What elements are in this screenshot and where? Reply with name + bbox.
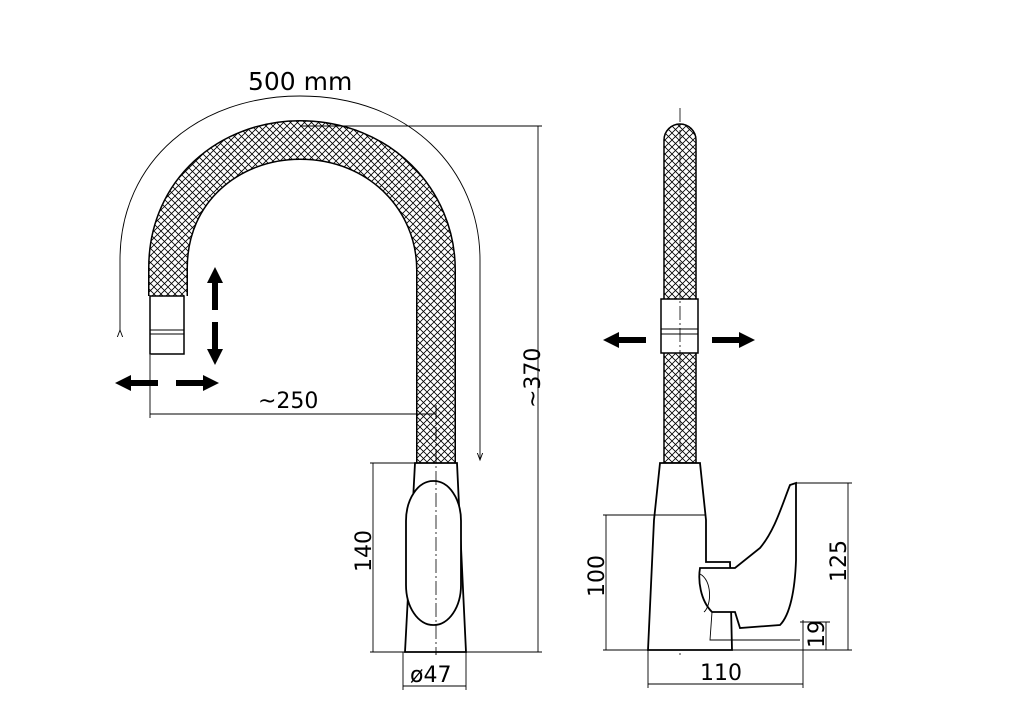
hose-length-label: 500 mm bbox=[248, 67, 352, 96]
lever-handle-side bbox=[698, 481, 797, 629]
handle-height-label: 125 bbox=[827, 540, 852, 582]
side-view: 100 110 125 19 bbox=[585, 108, 852, 688]
base-diameter-label: ø47 bbox=[410, 663, 451, 688]
body-height-front-label: 140 bbox=[352, 530, 377, 572]
spray-head-front bbox=[149, 295, 185, 355]
arrow-left-side-icon bbox=[603, 332, 646, 348]
arrow-right-side-icon bbox=[712, 332, 755, 348]
hose-length-arc bbox=[120, 95, 480, 460]
handle-front bbox=[405, 480, 462, 626]
arrow-right-icon bbox=[176, 375, 219, 391]
arrow-left-icon bbox=[115, 375, 158, 391]
arrow-up-icon bbox=[207, 267, 223, 310]
reach-label: ~250 bbox=[258, 389, 318, 414]
braided-hose-mesh-front bbox=[149, 121, 455, 463]
spray-head-side bbox=[660, 298, 699, 354]
arrow-down-icon bbox=[207, 322, 223, 365]
side-depth-label: 110 bbox=[700, 661, 742, 686]
total-height-label: ~370 bbox=[521, 348, 546, 408]
front-view: 500 mm ~250 ~370 140 ø47 bbox=[115, 67, 546, 690]
handle-clearance-label: 19 bbox=[805, 620, 830, 648]
body-height-side-label: 100 bbox=[585, 555, 610, 597]
faucet-body-side bbox=[647, 462, 733, 651]
